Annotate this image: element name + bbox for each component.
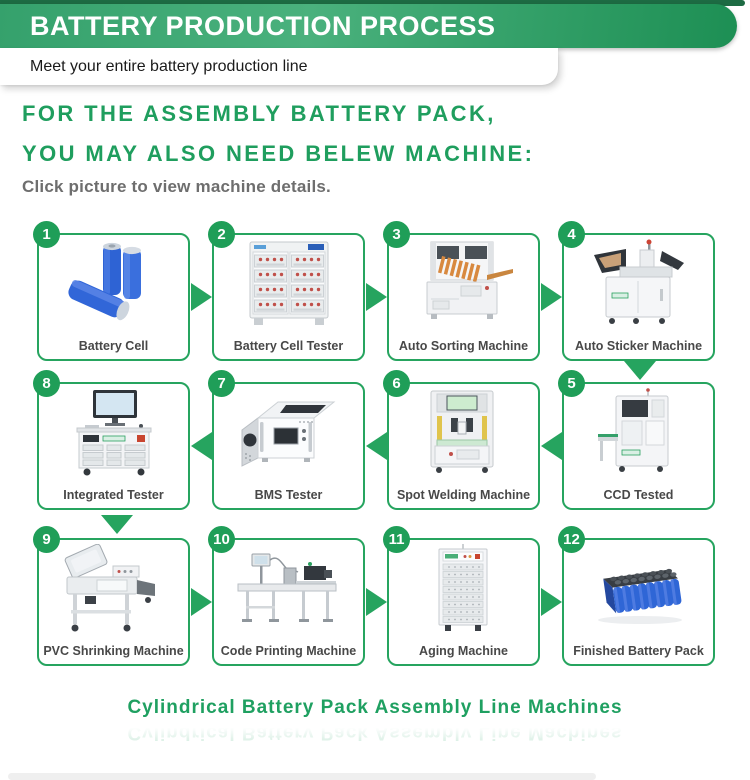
integrated-tester-image	[39, 386, 188, 480]
step-number-badge: 3	[383, 221, 410, 248]
machine-card-bms-tester[interactable]: 7 BMS Tester	[208, 370, 365, 510]
machine-card-spot-welding-machine[interactable]: 6 Spot Welding Machine	[383, 370, 540, 510]
machine-card-finished-battery-pack[interactable]: 12	[558, 526, 715, 666]
bms-tester-image	[214, 386, 363, 480]
intro-heading-line2: YOU MAY ALSO NEED BELEW MACHINE:	[22, 141, 535, 166]
ccd-tested-image	[564, 386, 713, 480]
battery-cell-image	[39, 237, 188, 331]
page-title: BATTERY PRODUCTION PROCESS	[30, 10, 496, 41]
machine-label: Battery Cell	[78, 339, 149, 353]
pvc-shrinking-machine-image	[39, 542, 188, 636]
step-number-badge: 10	[208, 526, 235, 553]
machine-label: PVC Shrinking Machine	[43, 644, 184, 658]
step-number-badge: 8	[33, 370, 60, 397]
top-accent-strip	[0, 0, 745, 6]
machine-card-ccd-tested[interactable]: 5 CCD Tested	[558, 370, 715, 510]
bottom-accent-bar	[8, 773, 596, 780]
step-number-badge: 9	[33, 526, 60, 553]
machine-label: Code Printing Machine	[220, 644, 357, 658]
machine-card-battery-cell[interactable]: 1 Battery Cell	[33, 221, 190, 361]
auto-sorting-machine-image	[389, 237, 538, 331]
flow-arrow-right-icon	[191, 588, 212, 616]
machine-card-code-printing-machine[interactable]: 10 Code Printing Machine	[208, 526, 365, 666]
flow-arrow-left-icon	[541, 432, 562, 460]
intro-heading-line1: FOR THE ASSEMBLY BATTERY PACK,	[22, 101, 496, 126]
machine-card-pvc-shrinking-machine[interactable]: 9 PVC Shrinking Machine	[33, 526, 190, 666]
flow-arrow-left-icon	[366, 432, 387, 460]
machine-card-auto-sorting-machine[interactable]: 3	[383, 221, 540, 361]
machine-label: Integrated Tester	[63, 488, 164, 502]
machine-card-battery-cell-tester[interactable]: 2 Bat	[208, 221, 365, 361]
header-banner: BATTERY PRODUCTION PROCESS	[0, 4, 737, 48]
machine-card-aging-machine[interactable]: 11	[383, 526, 540, 666]
flow-arrow-left-icon	[191, 432, 212, 460]
footer-caption-reflection: Cylindrical Battery Pack Assembly Line M…	[127, 722, 623, 743]
spot-welding-machine-image	[389, 386, 538, 480]
flow-arrow-right-icon	[541, 283, 562, 311]
step-number-badge: 1	[33, 221, 60, 248]
footer-caption: Cylindrical Battery Pack Assembly Line M…	[127, 697, 623, 718]
page-subtitle: Meet your entire battery production line	[30, 57, 308, 75]
code-printing-machine-image	[214, 542, 363, 636]
flow-arrow-down-icon	[624, 361, 656, 380]
step-number-badge: 4	[558, 221, 585, 248]
flow-arrow-right-icon	[366, 588, 387, 616]
machine-card-auto-sticker-machine[interactable]: 4 Auto Sticker Machine	[558, 221, 715, 361]
auto-sticker-machine-image	[564, 237, 713, 331]
machine-label: CCD Tested	[603, 488, 674, 502]
finished-battery-pack-image	[564, 542, 713, 636]
machine-label: Aging Machine	[419, 644, 508, 658]
machine-label: Spot Welding Machine	[396, 488, 531, 502]
flow-arrow-right-icon	[541, 588, 562, 616]
flow-arrow-right-icon	[366, 283, 387, 311]
machine-label: Auto Sticker Machine	[574, 339, 703, 353]
machine-label: Finished Battery Pack	[573, 644, 704, 658]
step-number-badge: 7	[208, 370, 235, 397]
step-number-badge: 6	[383, 370, 410, 397]
flow-arrow-right-icon	[191, 283, 212, 311]
step-number-badge: 11	[383, 526, 410, 553]
machine-card-integrated-tester[interactable]: 8 Integrated	[33, 370, 190, 510]
subtitle-box: Meet your entire battery production line	[0, 48, 558, 85]
click-instruction: Click picture to view machine details.	[22, 177, 331, 196]
machine-label: BMS Tester	[254, 488, 323, 502]
battery-cell-tester-image	[214, 237, 363, 331]
step-number-badge: 2	[208, 221, 235, 248]
machine-label: Battery Cell Tester	[233, 339, 344, 353]
step-number-badge: 5	[558, 370, 585, 397]
aging-machine-image	[389, 542, 538, 636]
flow-arrow-down-icon	[101, 515, 133, 534]
machine-label: Auto Sorting Machine	[398, 339, 529, 353]
step-number-badge: 12	[558, 526, 585, 553]
